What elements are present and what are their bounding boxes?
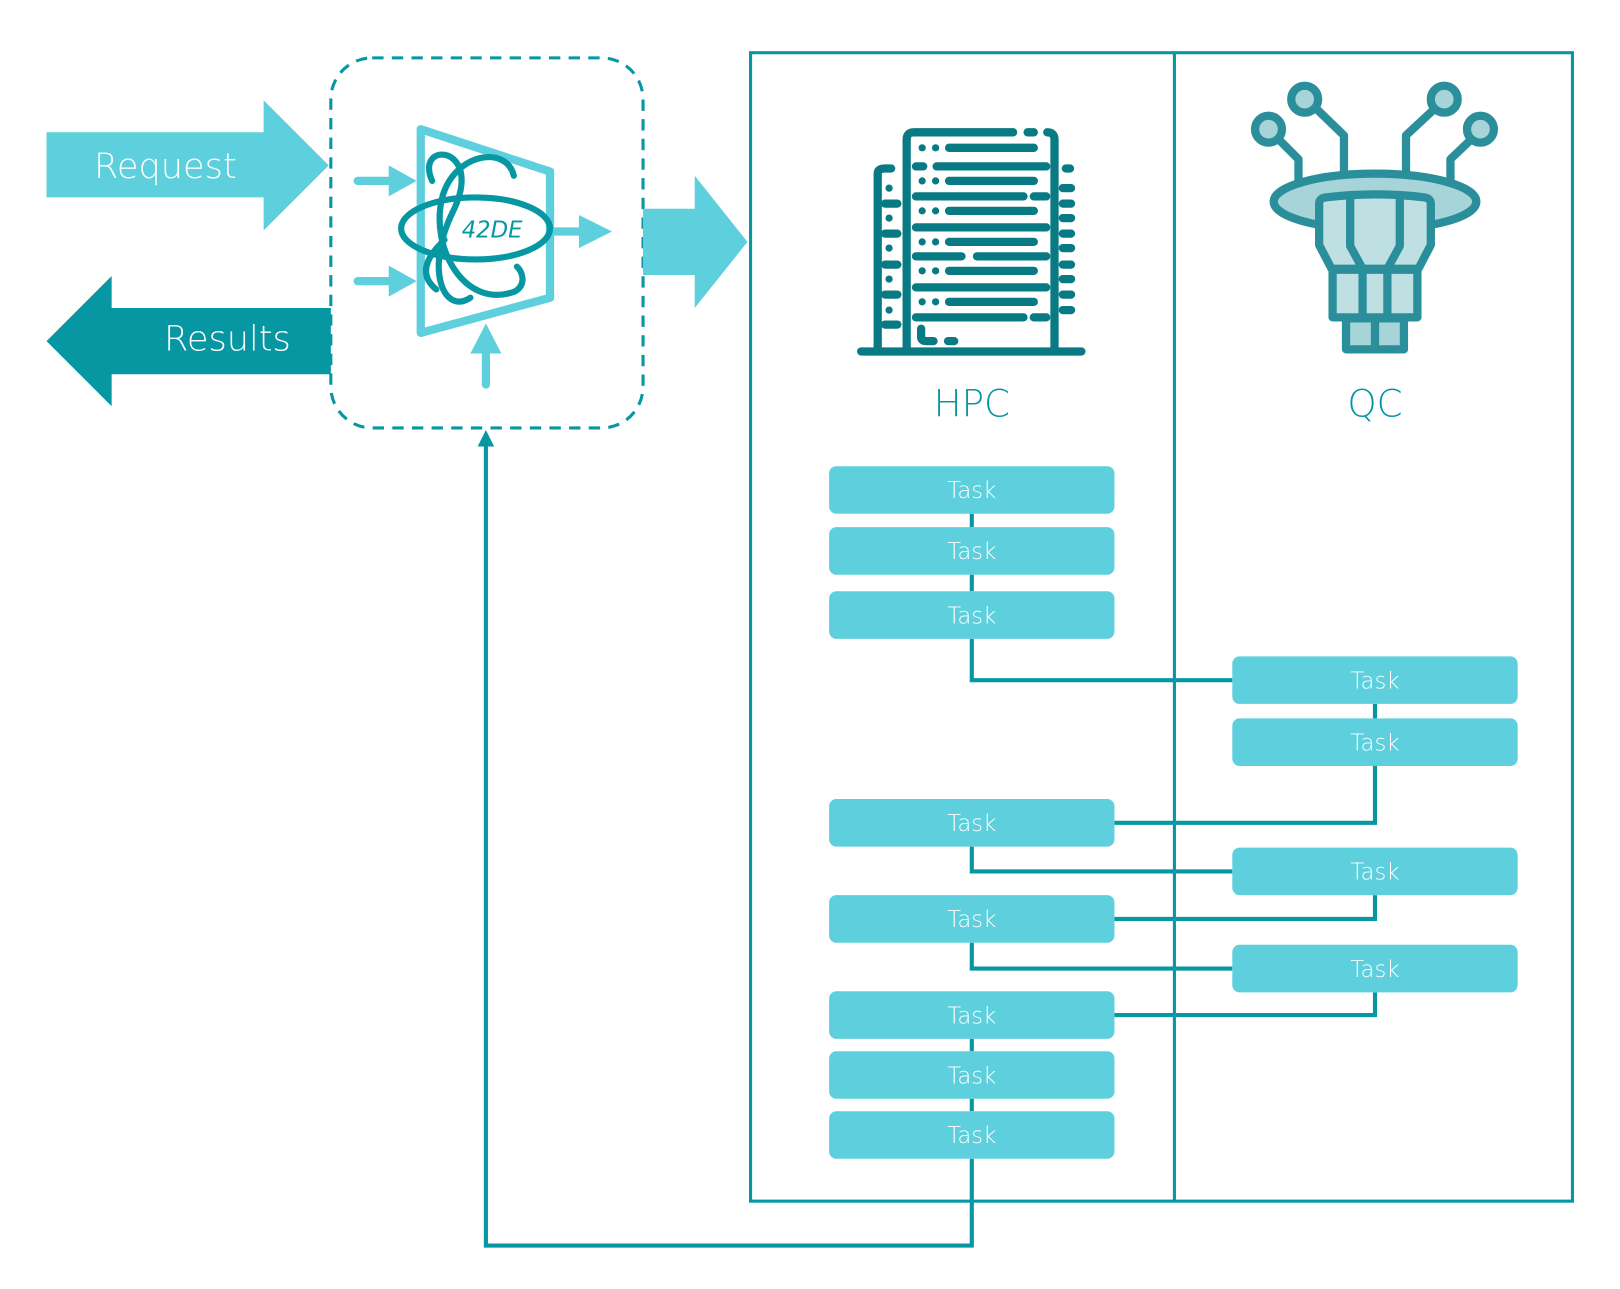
request-label: Request	[94, 146, 237, 187]
task-label: Task	[1350, 860, 1399, 886]
task-label: Task	[1350, 668, 1399, 694]
task-label: Task	[1350, 730, 1399, 756]
task-connector	[969, 846, 1233, 874]
results-arrow: Results	[46, 275, 331, 407]
task-connectors	[477, 430, 1378, 1248]
task-box	[1232, 656, 1518, 704]
request-arrow: Request	[46, 100, 329, 231]
task-qc-q3[interactable]: Task	[1232, 847, 1518, 896]
return-connector	[483, 442, 974, 1248]
qc-quantum-icon	[1250, 81, 1499, 354]
task-box	[829, 1051, 1115, 1099]
results-label: Results	[164, 318, 291, 359]
request-arrow-shape	[46, 100, 329, 231]
task-box	[1232, 718, 1518, 766]
task-label: Task	[947, 478, 996, 504]
orchestrator-logo-text: 42DE	[462, 218, 523, 244]
task-label: Task	[947, 603, 996, 629]
task-label: Task	[1350, 957, 1399, 983]
task-connector	[1114, 895, 1378, 922]
task-box	[829, 527, 1115, 575]
task-hpc-h7[interactable]: Task	[829, 1051, 1115, 1099]
compute-container	[749, 51, 1574, 1203]
task-box	[1232, 847, 1518, 896]
task-box	[829, 591, 1115, 639]
task-connector	[969, 942, 1233, 971]
task-label: Task	[947, 539, 996, 565]
task-box	[829, 991, 1115, 1039]
task-box	[829, 466, 1115, 514]
task-hpc-h2[interactable]: Task	[829, 527, 1115, 575]
task-box	[829, 895, 1115, 943]
input-arrow-icon	[353, 165, 417, 197]
input-arrow-icon	[353, 265, 417, 297]
orchestrator[interactable]: 42DE	[329, 56, 645, 430]
compute-container-border	[749, 51, 1574, 1203]
task-connector	[969, 638, 1233, 683]
atom-logo-icon	[398, 151, 554, 305]
task-hpc-h3[interactable]: Task	[829, 591, 1115, 639]
task-hpc-h5[interactable]: Task	[829, 895, 1115, 943]
task-qc-q2[interactable]: Task	[1232, 718, 1518, 766]
task-box	[829, 1111, 1115, 1159]
output-arrow-icon	[549, 215, 613, 249]
task-qc-q1[interactable]: Task	[1232, 656, 1518, 704]
task-connector	[1114, 992, 1378, 1018]
qc-label: QC	[1347, 382, 1402, 426]
task-label: Task	[947, 811, 996, 837]
task-hpc-h1[interactable]: Task	[829, 466, 1115, 514]
task-hpc-h6[interactable]: Task	[829, 991, 1115, 1039]
hpc-server-icon	[857, 128, 1086, 356]
input-arrow-up-icon	[470, 323, 502, 389]
task-box	[829, 799, 1115, 847]
task-label: Task	[947, 1003, 996, 1029]
task-connector	[1114, 765, 1378, 825]
task-hpc-h4[interactable]: Task	[829, 799, 1115, 847]
dispatch-arrow	[643, 175, 748, 309]
results-arrow-shape	[46, 275, 331, 407]
task-qc-q4[interactable]: Task	[1232, 944, 1518, 993]
task-label: Task	[947, 907, 996, 933]
return-arrowhead	[477, 430, 495, 447]
task-list: TaskTaskTaskTaskTaskTaskTaskTaskTaskTask…	[829, 466, 1518, 1159]
task-label: Task	[947, 1063, 996, 1089]
task-label: Task	[947, 1123, 996, 1149]
task-hpc-h8[interactable]: Task	[829, 1111, 1115, 1159]
task-box	[1232, 944, 1518, 993]
hpc-label: HPC	[934, 382, 1010, 426]
